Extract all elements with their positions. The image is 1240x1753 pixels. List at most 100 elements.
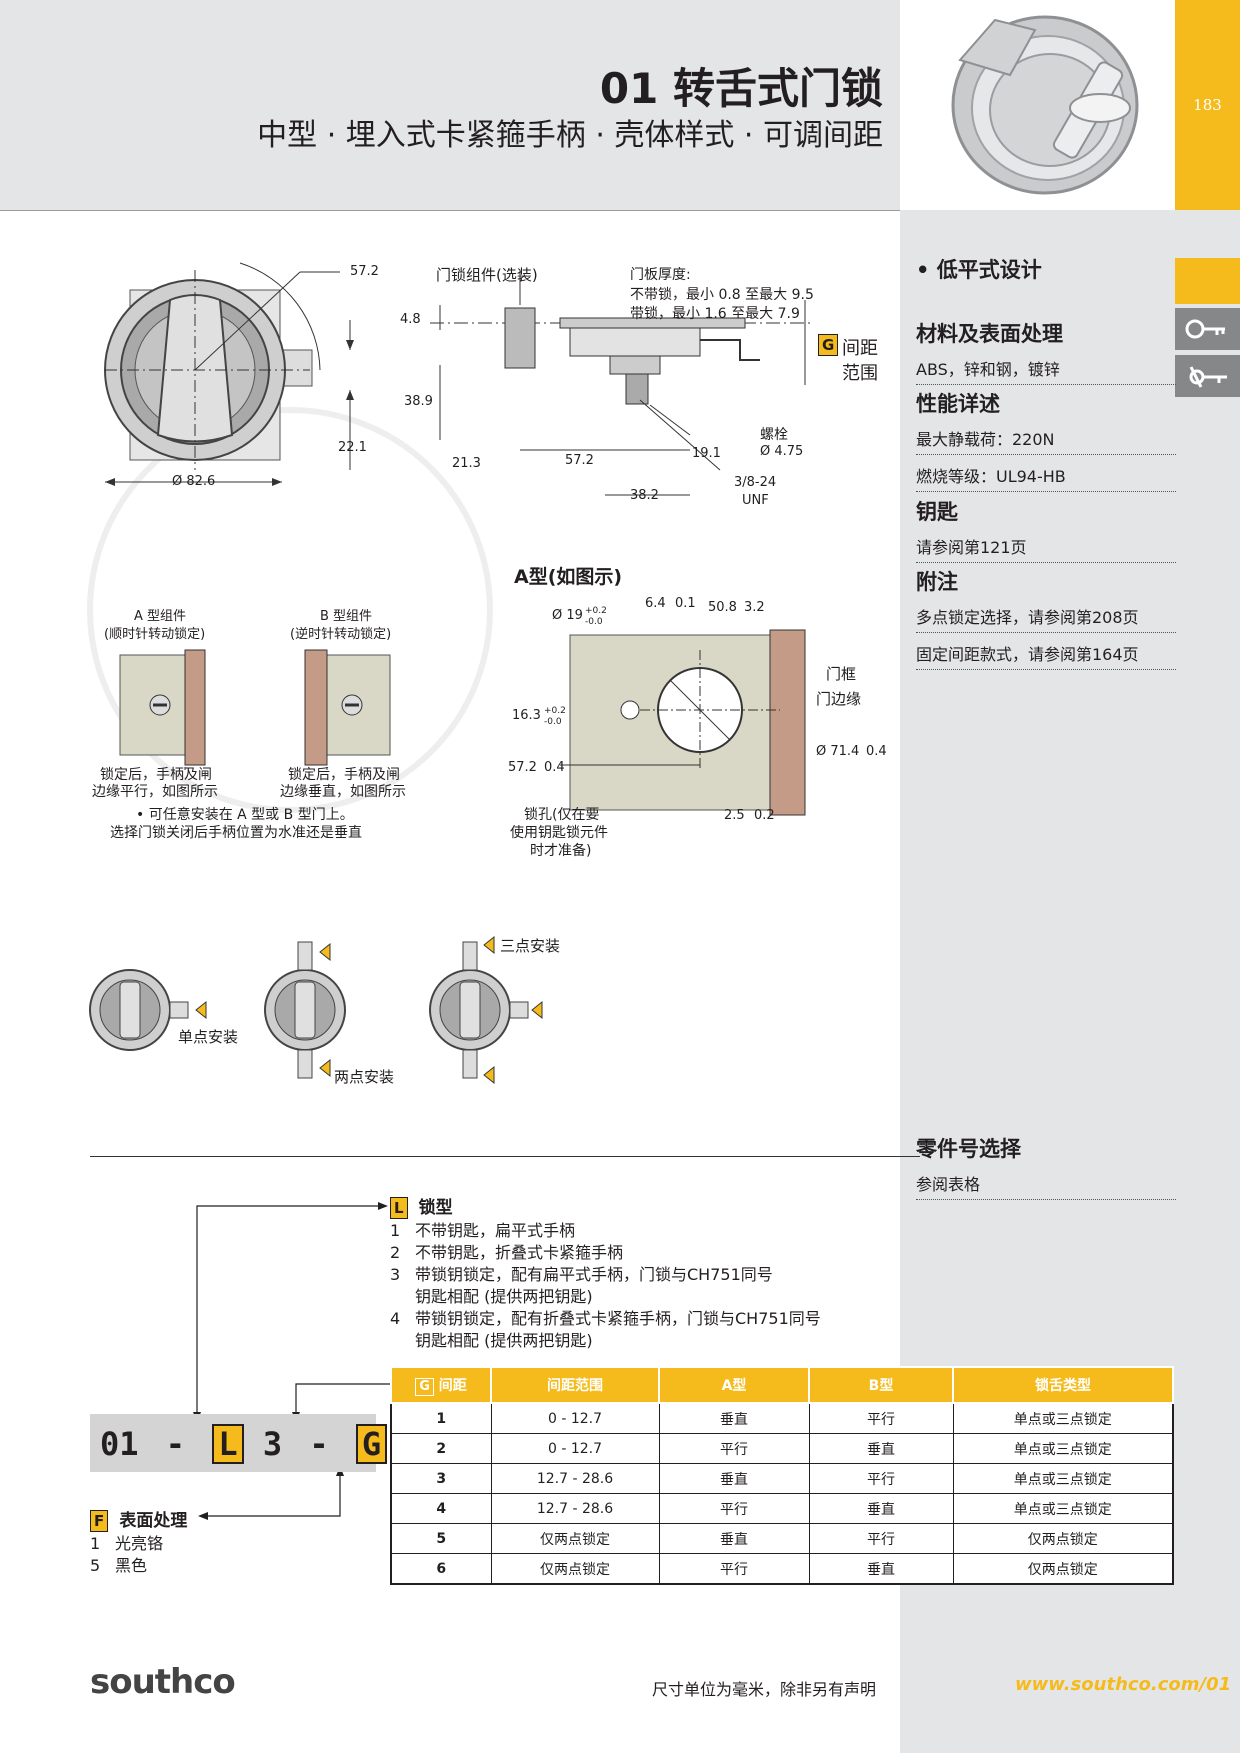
sidebar-tab: [1175, 258, 1240, 304]
keys-ref: 请参阅第121页: [916, 530, 1176, 563]
dim-16-3-tol-top: +0.2: [544, 706, 566, 716]
type-b-diagram: [304, 649, 391, 770]
dim-71-4-tol: 0.4: [866, 744, 887, 759]
table-header-row: G 间距 间距范围 A型 B型 锁舌类型: [390, 1366, 1174, 1404]
note-multipoint: 多点锁定选择，请参阅第208页: [916, 600, 1176, 633]
grip-range-label-2: 范围: [842, 363, 878, 384]
parts-divider: [90, 1156, 920, 1157]
dim-dia-19: Ø 19: [552, 608, 583, 623]
dim-21-3: 21.3: [452, 456, 481, 471]
flame-rating: 燃烧等级：UL94-HB: [916, 459, 1176, 492]
bolt-label: 螺栓: [760, 427, 788, 443]
grip-range-label-1: 间距: [842, 338, 878, 359]
type-a-sub: (顺时针转动锁定): [104, 627, 206, 642]
accent-bar: [1175, 0, 1240, 210]
panel-with-lock-range: 带锁，最小 1.6 至最大 7.9: [630, 306, 800, 322]
type-a-note-2: 边缘平行，如图所示: [92, 784, 218, 800]
two-point-mount: [264, 941, 346, 1079]
three-point-label: 三点安装: [500, 937, 561, 955]
keyhole-note-2: 使用钥匙锁元件: [510, 825, 608, 841]
col-header-type-a: A型: [658, 1366, 810, 1404]
section-heading-material: 材料及表面处理: [916, 322, 1063, 346]
list-item: 钥匙相配 (提供两把钥匙): [415, 1331, 593, 1350]
dim-3-2: 3.2: [744, 600, 765, 615]
dim-dia-71-4: Ø 71.4: [816, 744, 860, 759]
dim-57-2-side: 57.2: [565, 453, 594, 468]
dim-16-3-tol-bot: -0.0: [544, 717, 562, 727]
wing-key-icon: [1175, 355, 1240, 397]
part-number-connectors: [193, 1202, 400, 1520]
product-photo: [900, 0, 1175, 210]
g-tag: G: [818, 334, 839, 356]
lock-type-heading: L 锁型: [390, 1193, 453, 1219]
two-point-label: 两点安装: [334, 1068, 395, 1086]
dim-38-9: 38.9: [404, 394, 433, 409]
mounting-note-2: 选择门锁关闭后手柄位置为水准还是垂直: [110, 825, 362, 841]
three-point-mount: [429, 935, 543, 1085]
dim-22-1: 22.1: [338, 440, 367, 455]
parts-subheading: 参阅表格: [916, 1167, 1176, 1200]
section-heading-notes: 附注: [916, 570, 958, 594]
col-header-bolt-type: 锁舌类型: [952, 1366, 1174, 1404]
note-fixed-grip: 固定间距款式，请参阅第164页: [916, 637, 1176, 670]
section-heading-keys: 钥匙: [916, 500, 958, 524]
key-icon: [1175, 308, 1240, 350]
page-title: 01 转舌式门锁: [599, 64, 883, 113]
dim-0-1: 0.1: [675, 596, 696, 611]
dim-16-3: 16.3: [512, 708, 541, 723]
dim-57-2-cutout: 57.2: [508, 760, 537, 775]
single-point-mount: [89, 969, 207, 1051]
panel-cutout-diagram: [560, 629, 806, 816]
dim-2-5: 2.5: [724, 808, 745, 823]
lock-assembly-label: 门锁组件(选装): [436, 266, 538, 284]
single-point-label: 单点安装: [178, 1028, 239, 1046]
door-edge-label: 门边缘: [816, 690, 862, 708]
col-header-grip: G 间距: [390, 1366, 492, 1404]
col-header-range: 间距范围: [490, 1366, 660, 1404]
southco-logo: southco: [90, 1662, 236, 1702]
list-item: 钥匙相配 (提供两把钥匙): [415, 1287, 593, 1306]
material-value: ABS，锌和钢，镀锌: [916, 352, 1176, 385]
website-link[interactable]: www.southco.com/01: [1015, 1674, 1232, 1695]
type-b-note-2: 边缘垂直，如图所示: [280, 784, 406, 800]
parts-heading: 零件号选择: [916, 1137, 1021, 1161]
dim-dia-19-tol-top: +0.2: [585, 606, 607, 616]
keyhole-note-1: 锁孔(仅在要: [524, 807, 600, 823]
dim-dia-19-tol-bot: -0.0: [585, 617, 603, 627]
type-a-note-1: 锁定后，手柄及闸: [100, 767, 212, 783]
type-b-sub: (逆时针转动锁定): [290, 627, 392, 642]
dim-0-4: 0.4: [544, 760, 565, 775]
section-heading-performance: 性能详述: [916, 392, 1000, 416]
feature-bullet: • 低平式设计: [916, 258, 1042, 282]
side-view-latch: [430, 270, 810, 496]
type-a-diagram: [119, 649, 206, 770]
dim-4-8: 4.8: [400, 312, 421, 327]
dim-57-2: 57.2: [350, 264, 379, 279]
type-a-title: A型(如图示): [514, 566, 623, 588]
dim-38-2: 38.2: [630, 488, 659, 503]
door-frame-label: 门框: [826, 665, 857, 683]
panel-thickness-label: 门板厚度:: [630, 267, 691, 283]
type-a-label: A 型组件: [134, 609, 187, 624]
dim-6-4: 6.4: [645, 596, 666, 611]
mounting-note-1: • 可任意安装在 A 型或 B 型门上。: [136, 807, 354, 823]
max-load: 最大静载荷：220N: [916, 422, 1176, 455]
type-b-label: B 型组件: [320, 609, 373, 624]
page-subtitle: 中型 · 埋入式卡紧箍手柄 · 壳体样式 · 可调间距: [257, 118, 883, 153]
col-header-type-b: B型: [808, 1366, 954, 1404]
technical-drawing: [87, 262, 810, 1085]
bolt-diameter: Ø 4.75: [760, 444, 804, 459]
front-view-latch: [104, 262, 354, 486]
